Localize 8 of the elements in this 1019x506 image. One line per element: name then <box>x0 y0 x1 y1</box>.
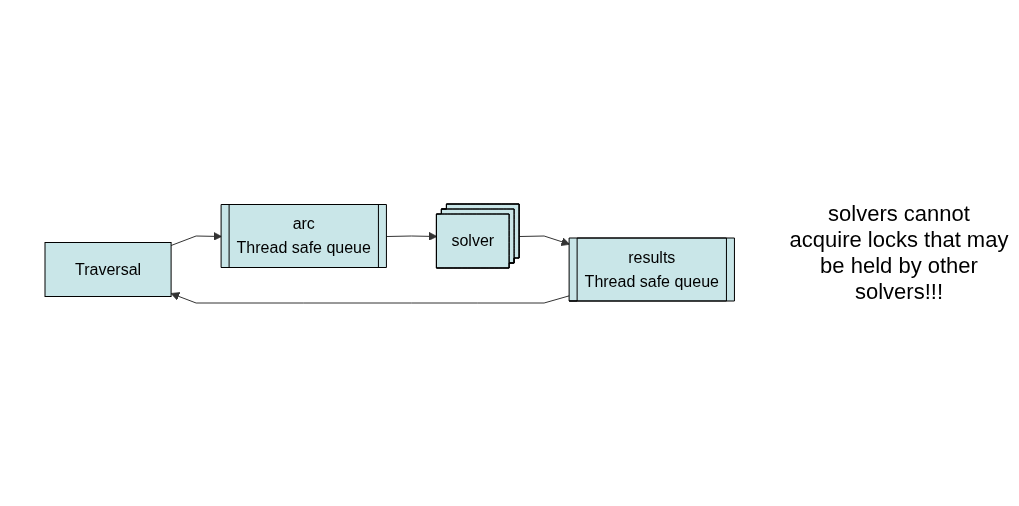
node-label: Thread safe queue <box>236 238 371 256</box>
arrow <box>386 231 438 241</box>
note-text: solvers cannot acquire locks that may be held by other solvers!!! <box>789 201 1009 305</box>
arrow <box>170 291 570 303</box>
arrow <box>170 231 222 246</box>
node-box: Traversal <box>44 241 172 297</box>
arrow <box>518 235 570 246</box>
node-label: Thread safe queue <box>584 272 719 289</box>
